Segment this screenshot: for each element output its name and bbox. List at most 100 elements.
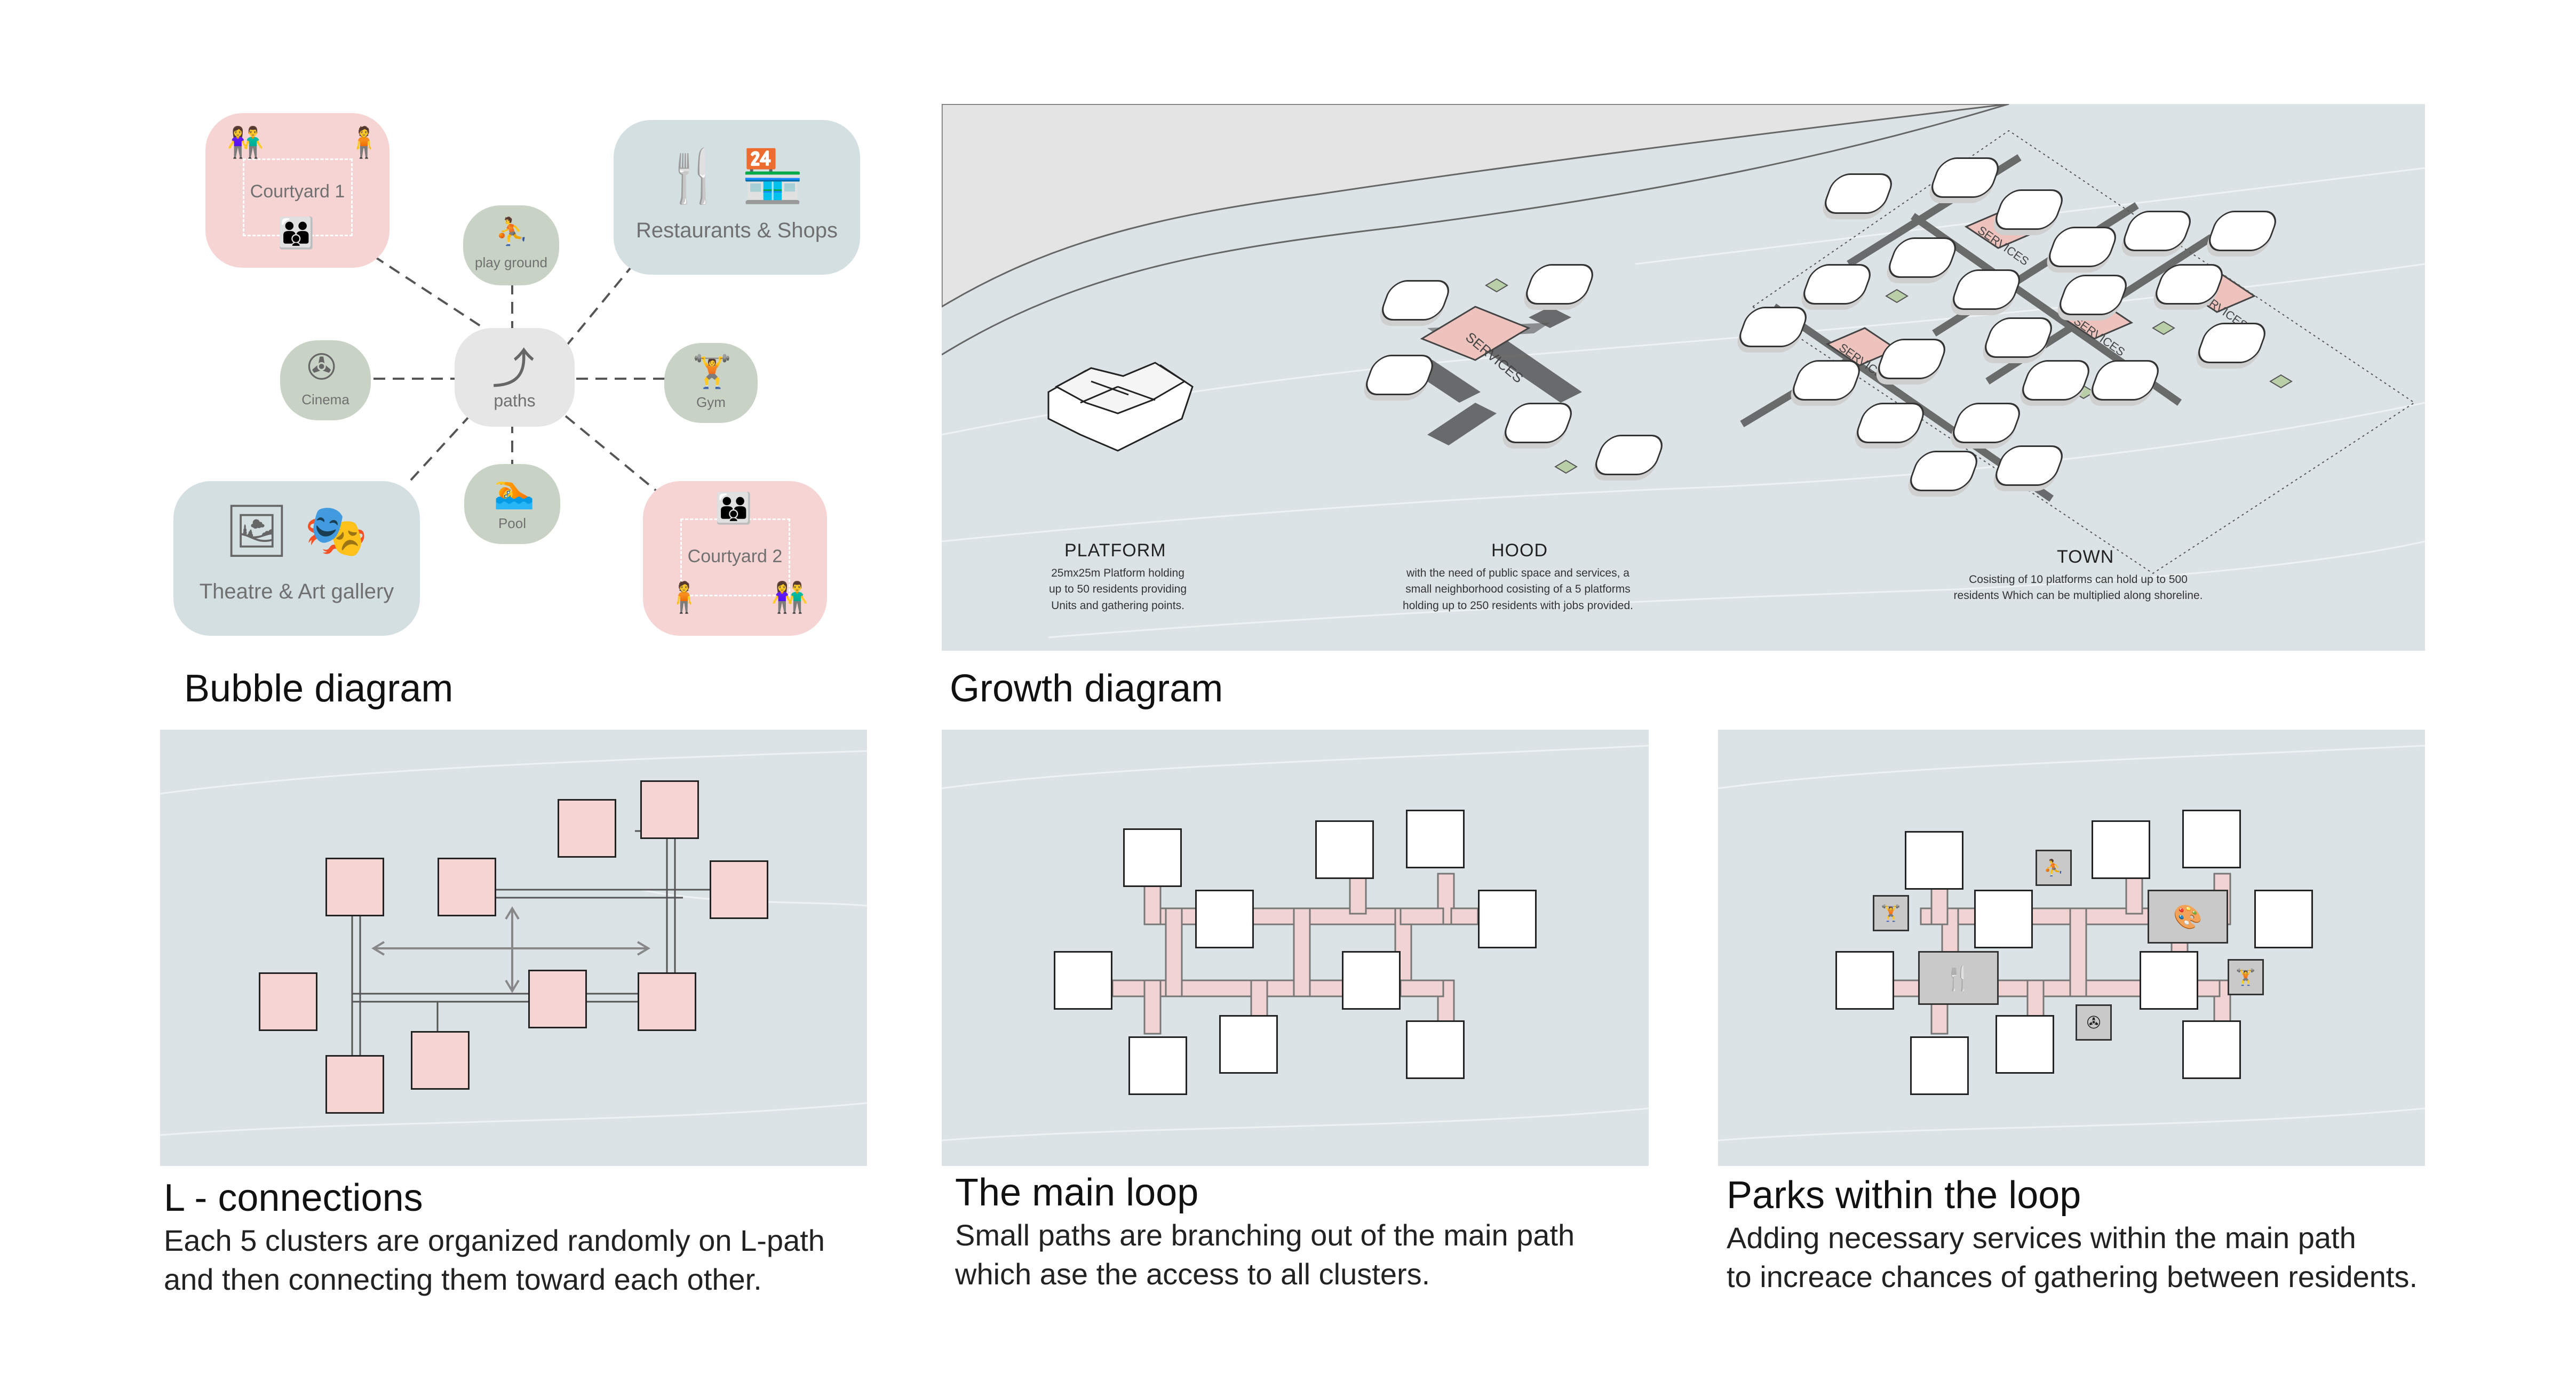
film-reel-icon: ✇ bbox=[307, 347, 337, 387]
cluster-square bbox=[1123, 828, 1182, 887]
platform-title: PLATFORM bbox=[1064, 540, 1166, 561]
parks-loop-line: to increace chances of gathering between… bbox=[1727, 1259, 2418, 1293]
parks-loop-drawing bbox=[1718, 745, 2425, 1141]
palette-icon: 🎨 bbox=[2173, 904, 2203, 930]
people-icon: 👫 bbox=[227, 125, 264, 159]
growth-diagram-panel: SERVICES SERVICES SERVICES SERVICES SERV… bbox=[942, 104, 2425, 651]
hood-text-line: small neighborhood cosisting of a 5 plat… bbox=[1405, 583, 1631, 596]
family-icon: 👪 bbox=[715, 491, 752, 525]
gym-service-box: 🏋 bbox=[2228, 959, 2264, 995]
hood-text-line: holding up to 250 residents with jobs pr… bbox=[1403, 599, 1633, 612]
cluster-square bbox=[259, 972, 317, 1031]
cluster-square bbox=[1905, 831, 1963, 890]
theatre-art-gallery-label: Theatre & Art gallery bbox=[199, 580, 394, 603]
cluster-square bbox=[528, 970, 587, 1028]
cluster-square bbox=[2092, 820, 2150, 879]
gym-service-box: 🏋 bbox=[1873, 895, 1909, 931]
town-title: TOWN bbox=[2057, 547, 2114, 567]
l-connections-line: Each 5 clusters are organized randomly o… bbox=[164, 1224, 825, 1257]
cluster-square bbox=[2254, 890, 2313, 948]
cluster-square bbox=[1974, 890, 2033, 948]
cluster-square bbox=[1128, 1036, 1187, 1095]
cluster-square bbox=[558, 799, 616, 858]
cluster-square bbox=[1195, 890, 1254, 948]
theatre-service-box: 🎨 bbox=[2148, 890, 2228, 944]
cluster-square bbox=[438, 858, 496, 916]
town-text-line: residents Which can be multiplied along … bbox=[1953, 589, 2203, 602]
dumbbell-icon: 🏋 bbox=[692, 354, 732, 389]
cutlery-icon: 🍴 bbox=[1944, 965, 1973, 992]
hood-text: with the need of public space and servic… bbox=[1358, 565, 1678, 614]
person-icon: 🧍 bbox=[345, 125, 383, 159]
restaurant-service-box: 🍴 bbox=[1918, 951, 1999, 1005]
courtyard-dashed-frame bbox=[243, 158, 353, 236]
platform-text-line: Units and gathering points. bbox=[1051, 599, 1184, 612]
l-connections-title: L - connections bbox=[164, 1177, 423, 1219]
playground-service-box: ⛹ bbox=[2036, 850, 2072, 886]
playground-icon: ⛹ bbox=[2044, 859, 2064, 877]
cluster-square bbox=[1478, 890, 1537, 948]
people-icon: 👫 bbox=[771, 580, 808, 614]
dumbbell-icon: 🏋 bbox=[1881, 904, 1901, 922]
cluster-square bbox=[2182, 1020, 2241, 1079]
platform-text-line: up to 50 residents providing bbox=[1049, 583, 1187, 596]
l-connections-description: Each 5 clusters are organized randomly o… bbox=[164, 1221, 873, 1299]
main-loop-line: which ase the access to all clusters. bbox=[955, 1257, 1430, 1291]
family-icon: 👪 bbox=[277, 216, 315, 250]
paths-bubble: ⤴ paths bbox=[455, 328, 575, 427]
playground-icon: ⛹ bbox=[495, 217, 529, 246]
platform-drawing bbox=[1047, 362, 1194, 452]
cinema-service-box: ✇ bbox=[2076, 1004, 2112, 1041]
cluster-square bbox=[325, 858, 384, 916]
courtyard-1-bubble: 👫 🧍 👪 Courtyard 1 bbox=[205, 113, 389, 268]
shop-icon: 🏪 bbox=[741, 148, 805, 205]
courtyard-1-label: Courtyard 1 bbox=[250, 181, 345, 202]
theatre-lights-icon: 🎭 bbox=[304, 502, 368, 560]
cluster-square bbox=[1406, 810, 1465, 868]
cluster-square bbox=[2182, 810, 2241, 868]
parks-loop-description: Adding necessary services within the mai… bbox=[1727, 1219, 2474, 1297]
hood-title: HOOD bbox=[1491, 540, 1548, 561]
paths-label: paths bbox=[494, 391, 536, 410]
gym-label: Gym bbox=[696, 394, 726, 410]
dumbbell-icon: 🏋 bbox=[2236, 968, 2256, 986]
growth-diagram-title: Growth diagram bbox=[950, 667, 1223, 710]
town-text: Cosisting of 10 platforms can hold up to… bbox=[1923, 572, 2233, 604]
main-loop-panel bbox=[942, 730, 1649, 1166]
play-ground-bubble: ⛹ play ground bbox=[463, 205, 559, 285]
main-loop-description: Small paths are branching out of the mai… bbox=[955, 1216, 1659, 1294]
l-connections-drawing bbox=[160, 750, 867, 1136]
parks-loop-panel: 🍴 🎨 🏋 ⛹ 🏋 ✇ bbox=[1718, 730, 2425, 1166]
restaurants-shops-bubble: 🍴 🏪 Restaurants & Shops bbox=[614, 120, 860, 275]
cluster-square bbox=[325, 1055, 384, 1114]
cluster-square bbox=[1054, 951, 1112, 1010]
pool-bubble: 🏊 Pool bbox=[464, 464, 560, 544]
cutlery-icon: 🍴 bbox=[662, 148, 726, 205]
main-loop-line: Small paths are branching out of the mai… bbox=[955, 1218, 1575, 1252]
courtyard-dashed-frame bbox=[680, 518, 790, 596]
l-connections-line: and then connecting them toward each oth… bbox=[164, 1262, 762, 1296]
gallery-icon: 🖼 bbox=[224, 502, 289, 560]
hood-text-line: with the need of public space and servic… bbox=[1406, 567, 1629, 579]
cluster-square bbox=[638, 972, 696, 1031]
cluster-square bbox=[1835, 951, 1894, 1010]
gym-bubble: 🏋 Gym bbox=[664, 343, 758, 423]
cluster-square bbox=[1219, 1015, 1278, 1074]
cluster-square bbox=[1910, 1036, 1969, 1095]
platform-text-line: 25mx25m Platform holding bbox=[1051, 567, 1184, 579]
cluster-square bbox=[1342, 951, 1401, 1010]
cluster-square bbox=[411, 1031, 470, 1090]
town-drawing bbox=[1740, 154, 2214, 502]
restaurants-shops-label: Restaurants & Shops bbox=[636, 219, 838, 242]
courtyard-2-label: Courtyard 2 bbox=[687, 546, 783, 566]
bubble-diagram-title: Bubble diagram bbox=[184, 667, 454, 710]
parks-loop-title: Parks within the loop bbox=[1727, 1174, 2081, 1217]
theatre-art-gallery-bubble: 🖼 🎭 Theatre & Art gallery bbox=[173, 481, 420, 636]
parks-loop-line: Adding necessary services within the mai… bbox=[1727, 1221, 2356, 1255]
l-connections-panel bbox=[160, 730, 867, 1166]
main-loop-drawing bbox=[942, 745, 1649, 1141]
cluster-square bbox=[2140, 951, 2198, 1010]
pool-label: Pool bbox=[498, 515, 527, 531]
play-ground-label: play ground bbox=[475, 254, 547, 270]
cluster-square bbox=[1406, 1020, 1465, 1079]
